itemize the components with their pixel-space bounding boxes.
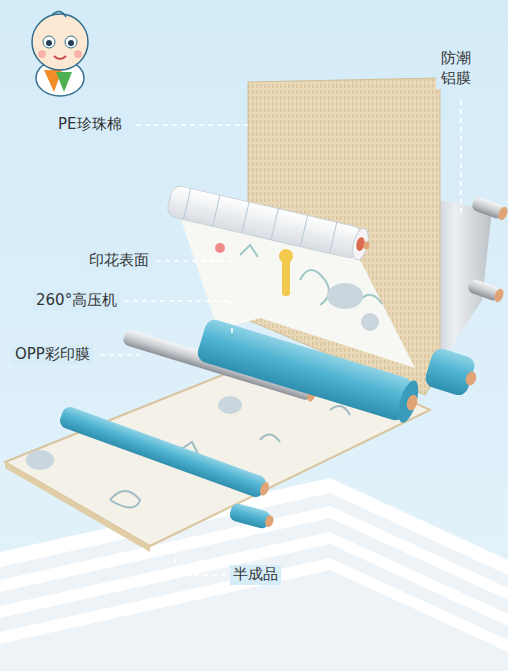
- callout-label: OPP彩印膜: [12, 345, 93, 365]
- callout-label: 防潮 铝膜: [436, 48, 475, 89]
- callout-label: 260°高压机: [33, 291, 120, 311]
- callout-label: 半成品: [230, 565, 281, 585]
- callout-label: PE珍珠棉: [55, 115, 125, 135]
- callout-label: 印花表面: [86, 251, 152, 271]
